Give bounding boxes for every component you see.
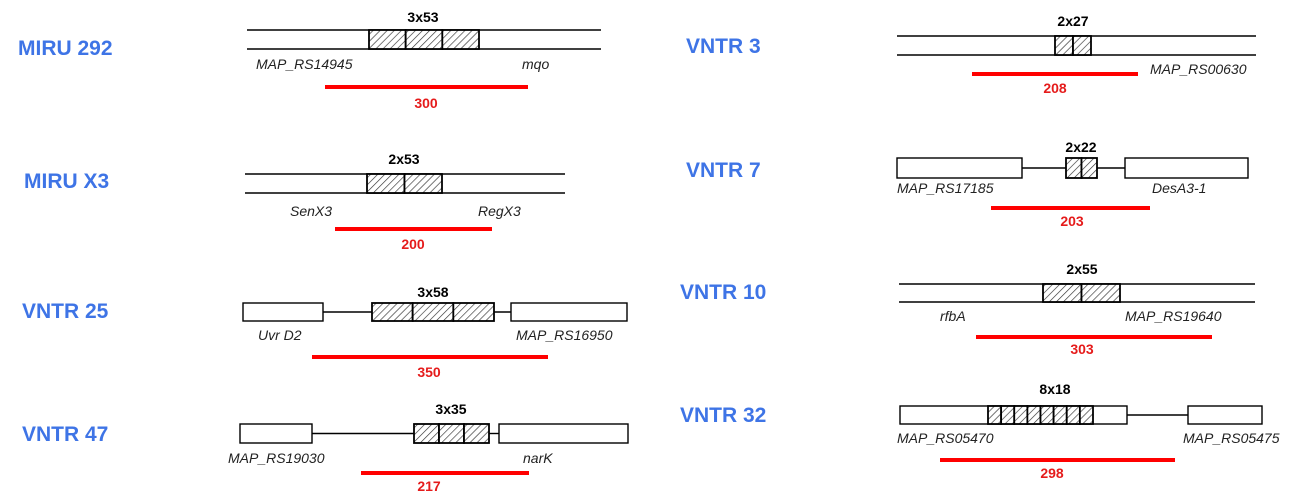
repeat-label: 2x27 xyxy=(1057,13,1088,29)
tandem-repeat-unit xyxy=(404,29,444,50)
locus-name: MIRU 292 xyxy=(18,37,113,60)
amplicon-size: 200 xyxy=(401,236,425,252)
gene-box xyxy=(1187,405,1263,425)
tandem-repeat-unit xyxy=(1080,283,1121,303)
repeat-label: 8x18 xyxy=(1039,381,1070,397)
gene-label: RegX3 xyxy=(478,203,521,219)
tandem-repeat-unit xyxy=(1054,35,1074,56)
amplicon-size: 300 xyxy=(414,95,438,111)
gene-label: rfbA xyxy=(940,308,966,324)
repeat-label: 2x55 xyxy=(1066,261,1097,277)
gene-label: SenX3 xyxy=(290,203,332,219)
gene-label: MAP_RS05475 xyxy=(1183,430,1280,446)
amplicon-size: 208 xyxy=(1043,80,1067,96)
amplicon-size: 217 xyxy=(417,478,441,494)
gene-label: MAP_RS00630 xyxy=(1150,61,1247,77)
tandem-repeat-unit xyxy=(1078,405,1094,425)
tandem-repeat-unit xyxy=(1039,405,1055,425)
locus-name: VNTR 3 xyxy=(686,35,761,58)
tandem-repeat-unit xyxy=(438,423,465,444)
tandem-repeat-unit xyxy=(987,405,1003,425)
gene-box xyxy=(510,302,628,322)
gene-label: narK xyxy=(523,450,553,466)
gene-label: MAP_RS17185 xyxy=(897,180,994,196)
gene-box xyxy=(896,157,1023,179)
gene-label: mqo xyxy=(522,56,549,72)
tandem-repeat-unit xyxy=(1000,405,1016,425)
gene-label: MAP_RS05470 xyxy=(897,430,994,446)
gene-box xyxy=(1124,157,1249,179)
tandem-repeat-unit xyxy=(441,29,480,50)
locus-name: VNTR 25 xyxy=(22,300,109,323)
tandem-repeat-unit xyxy=(413,423,440,444)
gene-label: MAP_RS19640 xyxy=(1125,308,1222,324)
tandem-repeat-unit xyxy=(1026,405,1042,425)
gene-box xyxy=(239,423,313,444)
locus-name: VNTR 10 xyxy=(680,281,766,304)
repeat-label: 3x58 xyxy=(417,284,448,300)
repeat-label: 2x53 xyxy=(388,151,419,167)
tandem-repeat-unit xyxy=(368,29,407,50)
tandem-repeat-unit xyxy=(452,302,495,322)
tandem-repeat-unit xyxy=(1042,283,1083,303)
gene-box xyxy=(498,423,629,444)
locus-name: VNTR 7 xyxy=(686,159,761,182)
tandem-repeat-unit xyxy=(1080,157,1098,179)
repeat-label: 3x53 xyxy=(407,9,438,25)
tandem-repeat-unit xyxy=(366,173,406,194)
tandem-repeat-unit xyxy=(463,423,490,444)
amplicon-size: 303 xyxy=(1070,341,1094,357)
repeat-label: 3x35 xyxy=(435,401,466,417)
amplicon-size: 298 xyxy=(1040,465,1064,481)
tandem-repeat-unit xyxy=(403,173,443,194)
tandem-repeat-unit xyxy=(1065,405,1081,425)
locus-name: VNTR 47 xyxy=(22,423,108,446)
tandem-repeat-unit xyxy=(1072,35,1092,56)
gene-box xyxy=(242,302,324,322)
tandem-repeat-unit xyxy=(371,302,414,322)
locus-name: MIRU X3 xyxy=(24,170,109,193)
gene-label: MAP_RS16950 xyxy=(516,327,613,343)
tandem-repeat-unit xyxy=(1013,405,1029,425)
locus-vntr-10: VNTR 10 2x55 rfbA MAP_RS19640 303 xyxy=(680,261,1255,357)
amplicon-size: 203 xyxy=(1060,213,1084,229)
gene-label: DesA3-1 xyxy=(1152,180,1206,196)
locus-name: VNTR 32 xyxy=(680,404,766,427)
gene-label: Uvr D2 xyxy=(258,327,302,343)
tandem-repeat-unit xyxy=(1065,157,1083,179)
tandem-repeat-unit xyxy=(1052,405,1068,425)
amplicon-size: 350 xyxy=(417,364,441,380)
gene-label: MAP_RS19030 xyxy=(228,450,325,466)
gene-label: MAP_RS14945 xyxy=(256,56,353,72)
tandem-repeat-unit xyxy=(411,302,455,322)
repeat-label: 2x22 xyxy=(1065,139,1096,155)
